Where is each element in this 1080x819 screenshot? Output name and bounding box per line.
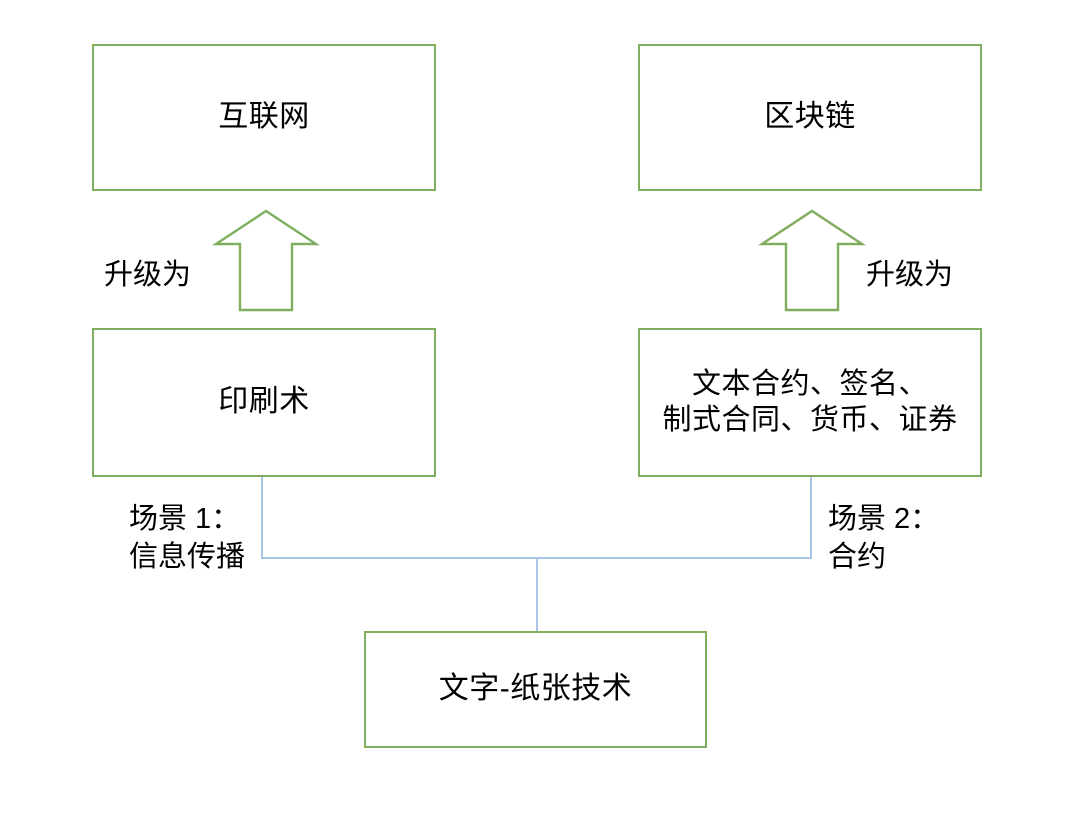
edge-label-upgrade-right: 升级为 (866, 259, 954, 291)
edge-label-scene-1: 场景 1： 信息传播 (129, 503, 246, 573)
edge-label-scene-2: 场景 2： 合约 (828, 503, 940, 573)
connector-scene-1 (261, 477, 537, 559)
connector-scene-2 (537, 477, 812, 559)
block-arrow-up-icon-left (212, 209, 320, 312)
node-printing[interactable]: 印刷术 (92, 328, 436, 477)
node-contracts-signatures[interactable]: 文本合约、签名、 制式合同、货币、证券 (638, 328, 982, 477)
block-arrow-up-icon-right (758, 209, 866, 312)
node-internet[interactable]: 互联网 (92, 44, 436, 191)
node-blockchain[interactable]: 区块链 (638, 44, 982, 191)
edge-label-upgrade-left: 升级为 (104, 259, 192, 291)
node-writing-paper-technology[interactable]: 文字-纸张技术 (364, 631, 707, 748)
